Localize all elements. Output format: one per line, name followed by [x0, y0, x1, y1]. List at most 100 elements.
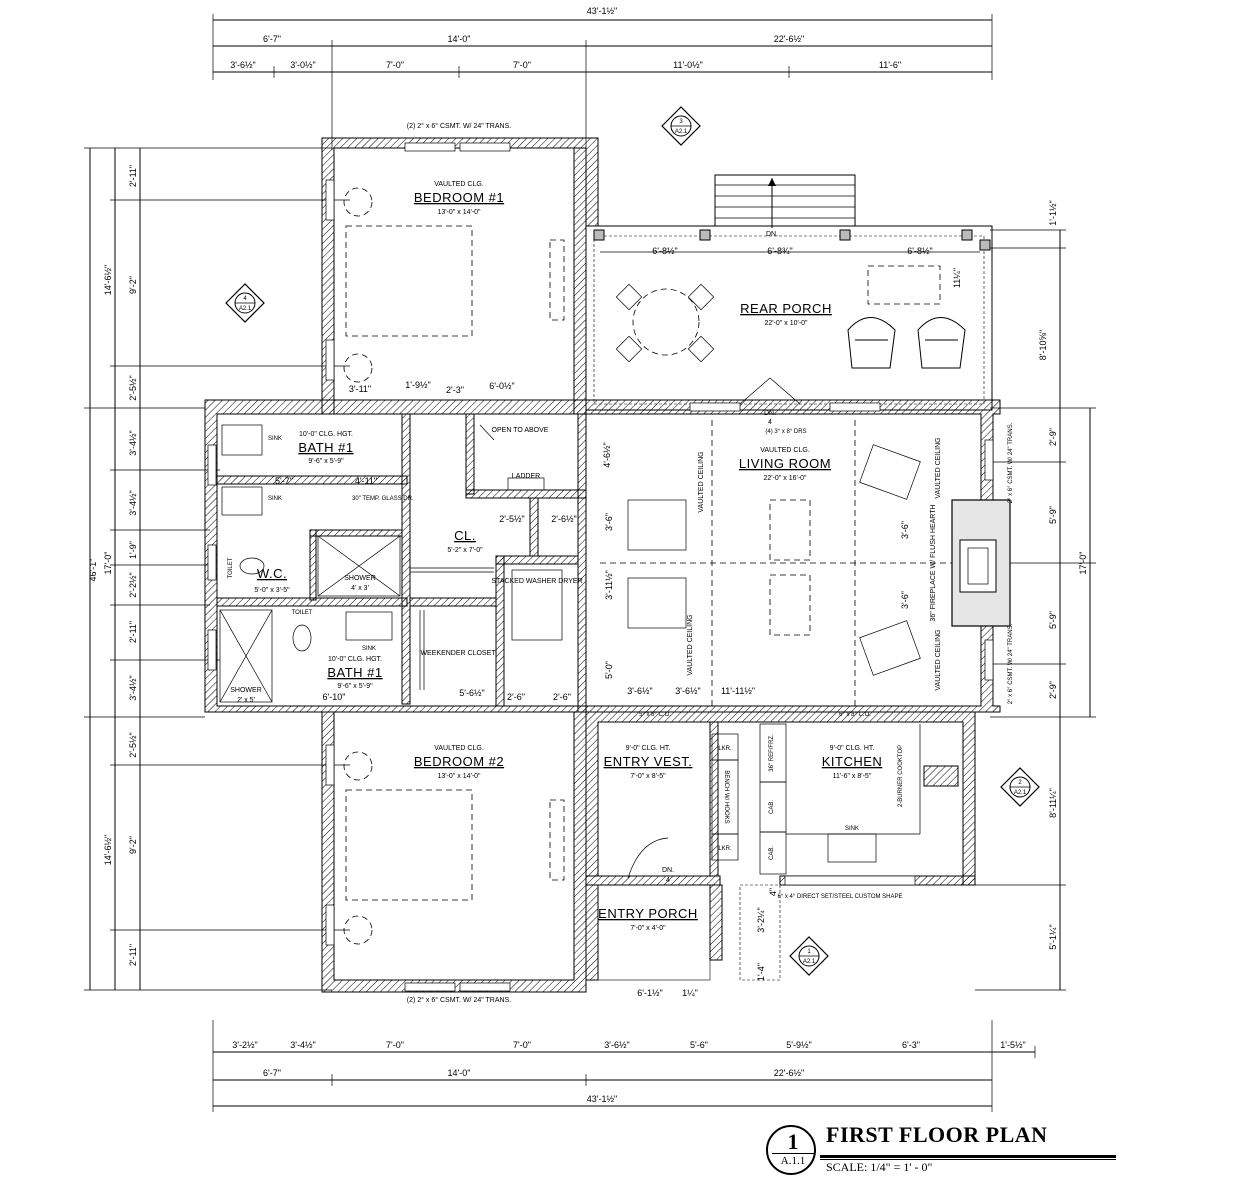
cl-dim-4: 2'-6" — [553, 692, 571, 702]
living-dn-count: 4 — [768, 419, 772, 426]
bath-top-name: BATH #1 — [298, 440, 353, 455]
entry-porch-name: ENTRY PORCH — [598, 906, 698, 921]
entry-porch-size: 7'-0" x 4'-0" — [630, 925, 666, 932]
bath-bottom-name: BATH #1 — [327, 665, 382, 680]
nightstand-icon — [343, 353, 373, 383]
bedroom2-name: BEDROOM #2 — [414, 754, 504, 769]
bath-dim-1: 5'-7" — [275, 476, 293, 486]
kitchen-size: 11'-6" x 8'-5" — [833, 773, 872, 780]
bed1-dim-3: 2'-3" — [446, 385, 464, 395]
dim-left-l2-0: 2'-11" — [128, 165, 138, 187]
porch-dim-a: 6'-1½" — [637, 988, 662, 998]
shower-size: 4' x 3' — [351, 585, 369, 592]
living-dim-h2: 3'-6½" — [675, 686, 700, 696]
svg-text:2: 2 — [1018, 780, 1022, 786]
dim-left-l2-7: 2'-11" — [128, 621, 138, 643]
living-dim-v2: 3'-6" — [604, 513, 614, 531]
dim-top-l2-1: 3'-0½" — [290, 60, 315, 70]
porch-dim-2: 6'-8¾" — [767, 246, 792, 256]
wc: TOILET W.C. 5'-0" x 3'-5" — [228, 557, 290, 594]
living-dim-v5: 3'-6" — [900, 521, 910, 539]
sink-label-3: SINK — [362, 646, 376, 652]
dim-left-l2-3: 3'-4½" — [128, 430, 138, 455]
bed1-dim-2: 1'-9½" — [405, 380, 430, 390]
cab-label-2: CAB. — [769, 846, 775, 860]
nightstand-icon — [343, 751, 373, 781]
closet-size: 5'-2" x 7'-0" — [447, 547, 483, 554]
bedroom1-size: 13'-0" x 14'-0" — [437, 209, 481, 216]
svg-text:3: 3 — [679, 119, 683, 125]
windows — [207, 142, 994, 992]
dim-top-l2-2: 7'-0" — [386, 60, 404, 70]
entry-vest: 9'-0" CLG. HT. ENTRY VEST. 7'-0" x 8'-5"… — [604, 733, 739, 884]
cooktop-label: 2-BURNER COOKTOP — [898, 745, 904, 807]
closet-name: CL. — [454, 528, 476, 543]
entry-dn: DN. — [662, 867, 674, 874]
cl-dim-2: 2'-6½" — [551, 514, 576, 524]
bath-bottom-ceiling: 10'-0" CLG. HGT. — [328, 656, 382, 663]
dim-right-8: 8'-11¼" — [1048, 788, 1058, 818]
bed-icon — [345, 225, 473, 337]
sofa-icon — [769, 499, 811, 561]
dim-left-l1-0: 14'-6½" — [103, 265, 113, 295]
living-ceiling: VAULTED CLG. — [760, 447, 810, 454]
title-block: 1 A.1.1 FIRST FLOOR PLAN SCALE: 1/4" = 1… — [764, 1122, 1124, 1182]
plan-title: FIRST FLOOR PLAN — [826, 1122, 1048, 1147]
dim-bottom-l2-3: 7'-0" — [513, 1040, 531, 1050]
dim-left-l2-10: 9'-2" — [128, 836, 138, 854]
dim-left-overall: 46'-1" — [88, 559, 98, 582]
kitchen-name: KITCHEN — [822, 754, 883, 769]
open-to-above: OPEN TO ABOVE — [492, 427, 549, 434]
casement-top: (2) 2° x 6° CSMT. W/ 24" TRANS. — [407, 122, 511, 130]
dim-top-l1-1: 14'-0" — [448, 34, 471, 44]
dim-right-4: 5'-9" — [1048, 506, 1058, 524]
fireplace-label: 36" FIREPLACE W/ FLUSH HEARTH — [930, 504, 937, 621]
dim-right-6: 5'-9" — [1048, 611, 1058, 629]
sink-icon — [221, 486, 263, 516]
ladder-label: LADDER — [512, 473, 540, 480]
dim-right-7: 2'-9" — [1048, 681, 1058, 699]
dim-bottom-l1-2: 22'-6½" — [774, 1068, 804, 1078]
svg-text:A2.1: A2.1 — [1014, 790, 1027, 796]
entry-dn-count: 4 — [666, 877, 670, 884]
porch-dim-b: 1¼" — [682, 988, 698, 998]
bench-label: BENCH W/ HOOKS — [723, 770, 729, 823]
dim-bottom-l2-1: 3'-4½" — [290, 1040, 315, 1050]
dim-top-l2-0: 3'-6½" — [230, 60, 255, 70]
dim-bottom-l2-0: 3'-2½" — [232, 1040, 257, 1050]
porch-dim-c: 3'-2¼" — [756, 907, 766, 932]
living-dim-v3: 3'-11½" — [604, 570, 614, 600]
weekender-label: WEEKENDER CLOSET — [420, 650, 496, 657]
dim-left-l2-9: 2'-5½" — [128, 732, 138, 757]
dim-top-overall: 43'-1½" — [587, 6, 617, 16]
living-dim-v6: 3'-6" — [900, 591, 910, 609]
bubble-divider — [772, 1153, 814, 1154]
sink-label-2: SINK — [268, 496, 282, 502]
interior-walls — [216, 413, 719, 877]
ref-label: 36" REF/FRZ. — [769, 734, 775, 772]
direct-set-label: 6° x 4° DIRECT SET/STEEL CUSTOM SHAPE — [777, 894, 902, 900]
cl-dim-3: 2'-6" — [507, 692, 525, 702]
plan-scale: SCALE: 1/4" = 1' - 0" — [826, 1160, 933, 1174]
lkr-label-2: LKR. — [718, 846, 732, 852]
vaulted-ceiling-1: VAULTED CEILING — [698, 451, 705, 512]
dim-bottom-l2-5: 5'-6" — [690, 1040, 708, 1050]
bedroom-2: VAULTED CLG. BEDROOM #2 13'-0" x 14'-0" … — [343, 745, 565, 1004]
sheet-number: A.1.1 — [780, 1155, 806, 1167]
sink-label: SINK — [268, 436, 282, 442]
dim-right-2: 8'-10⅝" — [1038, 330, 1048, 360]
bed-icon — [345, 789, 473, 901]
svg-text:4: 4 — [243, 296, 247, 302]
sink-icon — [345, 611, 393, 641]
bath-top: 10'-0" CLG. HGT. BATH #1 9'-6" x 5'-9" S… — [221, 424, 414, 516]
csmt-right-1: 2° x 6° CSMT. W/ 24" TRANS. — [1008, 422, 1014, 503]
vaulted-ceiling-2: VAULTED CEILING — [687, 614, 694, 675]
bath-bottom-dim: 6'-10" — [323, 692, 346, 702]
shower2-label: SHOWER — [230, 687, 262, 694]
toilet2-label: TOILET — [292, 610, 313, 616]
entry-vest-ceiling: 9'-0" CLG. HT. — [626, 745, 671, 752]
dim-top-l1-0: 6'-7" — [263, 34, 281, 44]
living-dim-h3: 11'-11½" — [721, 686, 755, 696]
living-dim-v4: 5'-0" — [604, 661, 614, 679]
